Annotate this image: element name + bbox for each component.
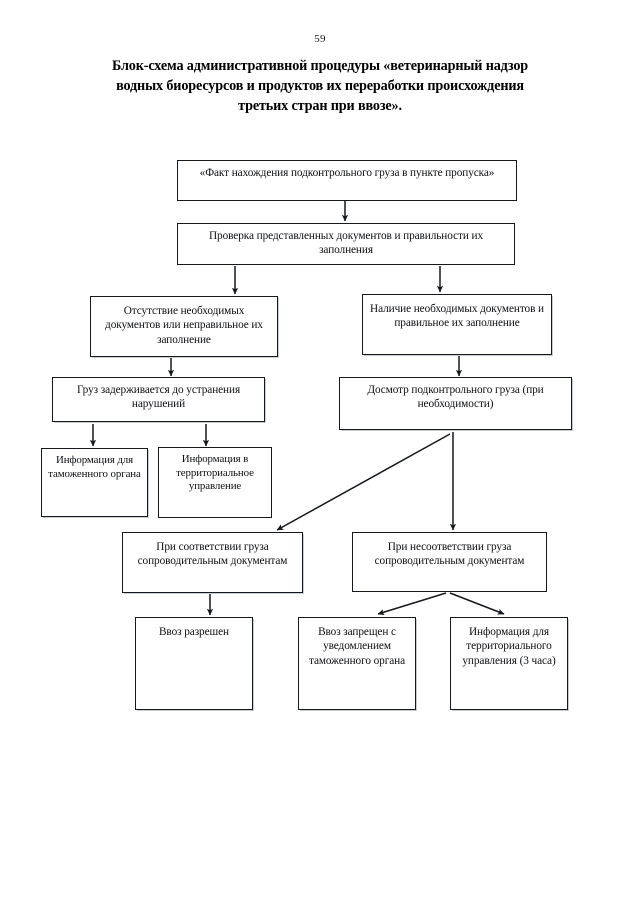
flow-node-label: Информация в территориальное управление [176, 453, 254, 493]
flow-node-cargo-mismatch-documents[interactable]: При несоответствии груза сопроводительны… [352, 532, 547, 592]
flow-node-cargo-inspection[interactable]: Досмотр подконтрольного груза (при необх… [339, 377, 572, 430]
flow-node-label: «Факт нахождения подконтрольного груза в… [199, 167, 495, 179]
flow-node-label: Информация для таможенного органа [48, 454, 141, 480]
flow-node-label: Проверка представленных документов и пра… [208, 230, 483, 257]
flow-node-label: Ввоз запрещен с уведомлением таможенного… [308, 626, 406, 667]
flow-node-label: При несоответствии груза сопроводительны… [374, 541, 525, 568]
flow-node-info-customs-authority[interactable]: Информация для таможенного органа [41, 448, 148, 517]
flow-node-fact-of-location[interactable]: «Факт нахождения подконтрольного груза в… [177, 160, 517, 201]
flow-node-cargo-detained[interactable]: Груз задерживается до устранения нарушен… [52, 377, 265, 422]
flow-node-label: Наличие необходимых документов и правиль… [370, 303, 544, 330]
page-title-line-1: Блок-схема административной процедуры «в… [111, 58, 529, 74]
flow-node-missing-documents[interactable]: Отсутствие необходимых документов или не… [90, 296, 278, 357]
flow-node-label: При соответствии груза сопроводительным … [137, 541, 288, 568]
edge-n10-n12 [377, 592, 447, 616]
edge-n6-n9 [276, 433, 451, 531]
flow-node-import-allowed[interactable]: Ввоз разрешен [135, 617, 253, 710]
flow-node-info-territorial-department[interactable]: Информация в территориальное управление [158, 447, 272, 518]
edge-n10-n13 [449, 592, 505, 615]
flow-node-label: Информация для территориального управлен… [462, 626, 556, 667]
page-number: 59 [314, 33, 326, 45]
flow-node-import-forbidden[interactable]: Ввоз запрещен с уведомлением таможенного… [298, 617, 416, 710]
flow-node-label: Ввоз разрешен [159, 626, 229, 638]
flow-node-document-check[interactable]: Проверка представленных документов и пра… [177, 223, 515, 265]
page-title: Блок-схема административной процедуры «в… [72, 56, 568, 116]
page-title-line-3: третьих стран при ввозе». [238, 98, 402, 114]
flow-node-info-territorial-3h[interactable]: Информация для территориального управлен… [450, 617, 568, 710]
flow-node-label: Груз задерживается до устранения нарушен… [76, 384, 241, 411]
flow-node-label: Досмотр подконтрольного груза (при необх… [367, 384, 544, 411]
flow-node-label: Отсутствие необходимых документов или не… [105, 305, 263, 346]
flow-node-cargo-matches-documents[interactable]: При соответствии груза сопроводительным … [122, 532, 303, 593]
flow-node-documents-present[interactable]: Наличие необходимых документов и правиль… [362, 294, 552, 355]
page-title-line-2: водных биоресурсов и продуктов их перера… [116, 78, 524, 94]
